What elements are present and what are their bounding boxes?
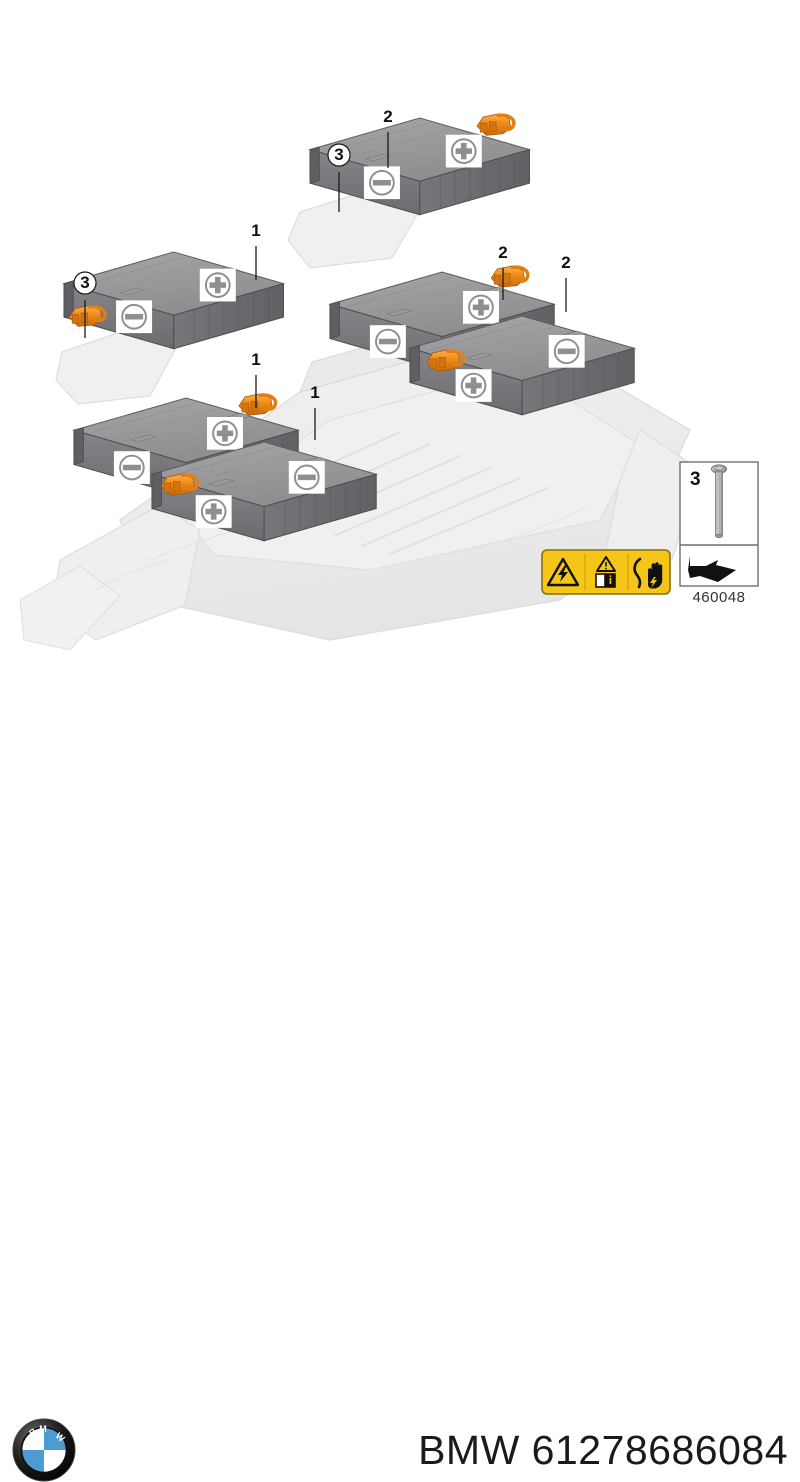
terminal-plus-marker bbox=[198, 267, 237, 303]
terminal-minus-marker bbox=[547, 334, 586, 369]
terminal-plus-marker bbox=[462, 290, 500, 325]
callout-label: 1 bbox=[251, 350, 260, 369]
callout-label: 2 bbox=[561, 253, 570, 272]
callout-label: 1 bbox=[310, 383, 319, 402]
callout-2: 2 bbox=[498, 243, 508, 300]
hv-connector[interactable] bbox=[475, 112, 516, 138]
terminal-minus-marker bbox=[115, 299, 154, 335]
terminal-minus-marker bbox=[112, 450, 151, 485]
diagram-reference-number: 460048 bbox=[692, 589, 745, 606]
terminal-plus-marker bbox=[454, 368, 493, 403]
callout-2: 2 bbox=[383, 107, 393, 168]
callout-1: 1 bbox=[251, 221, 261, 280]
callout-1: 1 bbox=[310, 383, 320, 440]
callout-3: 3 bbox=[327, 143, 351, 212]
footer-bar: B M W BMW 61278686084 bbox=[0, 700, 800, 1482]
callout-2: 2 bbox=[561, 253, 571, 312]
diagram-canvas: 1 1 1 2 2 2 3 3 bbox=[0, 107, 800, 1482]
read-manual-icon bbox=[595, 556, 616, 588]
hv-connector[interactable] bbox=[489, 264, 530, 289]
terminal-minus-marker bbox=[362, 165, 401, 201]
bolt-icon bbox=[711, 464, 727, 538]
high-voltage-warning-label bbox=[541, 549, 671, 595]
callout-label: 3 bbox=[334, 145, 343, 164]
callout-label: 1 bbox=[251, 221, 260, 240]
terminal-plus-marker bbox=[194, 494, 233, 529]
callout-3: 3 bbox=[73, 271, 97, 338]
terminal-minus-marker bbox=[368, 324, 407, 359]
parts-diagram-svg: 1 1 1 2 2 2 3 3 bbox=[19, 107, 759, 651]
high-voltage-triangle-icon bbox=[546, 557, 580, 587]
callout-1: 1 bbox=[251, 350, 261, 408]
footer-part-number: BMW 61278686084 bbox=[418, 1426, 788, 1473]
hv-connector[interactable] bbox=[237, 392, 278, 417]
parts-inset-box: 3 460048 bbox=[679, 461, 759, 606]
terminal-minus-marker bbox=[287, 460, 326, 495]
callout-label: 2 bbox=[383, 107, 392, 126]
terminal-plus-marker bbox=[444, 133, 483, 169]
installation-pointer-icon bbox=[688, 556, 736, 582]
inset-item-number: 3 bbox=[690, 469, 701, 490]
battery-module-left-upper[interactable] bbox=[63, 251, 284, 350]
callout-label: 2 bbox=[498, 243, 507, 262]
terminal-plus-marker bbox=[206, 416, 244, 451]
callout-label: 3 bbox=[80, 273, 89, 292]
callout-group: 1 1 1 2 2 2 3 3 bbox=[73, 107, 571, 440]
electric-shock-hand-icon bbox=[633, 557, 663, 589]
